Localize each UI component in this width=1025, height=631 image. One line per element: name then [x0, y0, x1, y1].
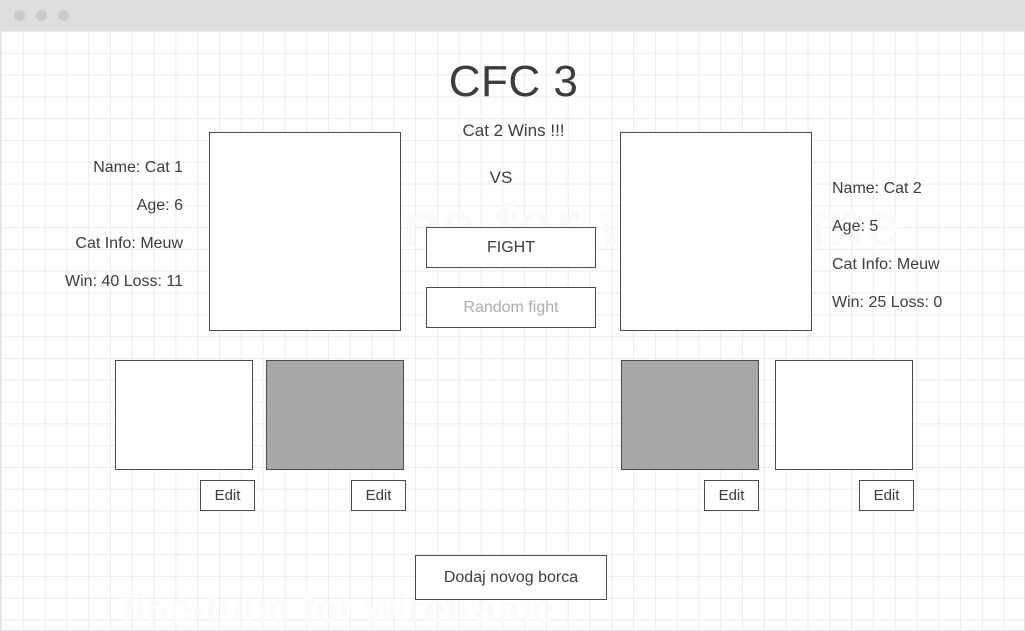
roster-thumbnail-1[interactable]	[266, 360, 404, 470]
page-title: CFC 3	[448, 57, 579, 106]
page-canvas: fine-tune for wireframe fine-tune for wi…	[0, 31, 1025, 631]
fighter-right-age: Age: 5	[832, 218, 879, 235]
edit-button-0[interactable]: Edit	[200, 480, 255, 511]
fighter-right-record: Win: 25 Loss: 0	[832, 294, 943, 311]
fighter-left-record: Win: 40 Loss: 11	[65, 273, 183, 290]
fighter-right-name: Name: Cat 2	[832, 180, 922, 197]
random-fight-button[interactable]: Random fight	[426, 287, 596, 328]
fighter-right-portrait	[620, 132, 812, 331]
roster-thumbnail-0[interactable]	[115, 360, 253, 470]
fighter-right-info: Cat Info: Meuw	[832, 256, 940, 273]
edit-button-1[interactable]: Edit	[351, 480, 406, 511]
add-fighter-button[interactable]: Dodaj novog borca	[415, 555, 607, 600]
fighter-left-stats: Name: Cat 1 Age: 6 Cat Info: Meuw Win: 4…	[21, 149, 183, 301]
fight-button[interactable]: FIGHT	[426, 227, 596, 268]
fighter-left-portrait	[209, 132, 401, 331]
close-dot-icon[interactable]	[14, 10, 25, 21]
roster-thumbnail-2[interactable]	[621, 360, 759, 470]
edit-button-2[interactable]: Edit	[704, 480, 759, 511]
minimize-dot-icon[interactable]	[36, 10, 47, 21]
vs-label: VS	[489, 168, 513, 187]
winner-banner: Cat 2 Wins !!!	[462, 121, 565, 140]
maximize-dot-icon[interactable]	[58, 10, 69, 21]
roster-thumbnail-3[interactable]	[775, 360, 913, 470]
fighter-left-age: Age: 6	[136, 197, 183, 214]
edit-button-3[interactable]: Edit	[859, 480, 914, 511]
window-controls	[14, 10, 69, 21]
window-titlebar	[0, 0, 1025, 31]
fighter-left-name: Name: Cat 1	[93, 159, 183, 176]
fighter-right-stats: Name: Cat 2 Age: 5 Cat Info: Meuw Win: 2…	[832, 170, 1012, 322]
fighter-left-info: Cat Info: Meuw	[75, 235, 183, 252]
